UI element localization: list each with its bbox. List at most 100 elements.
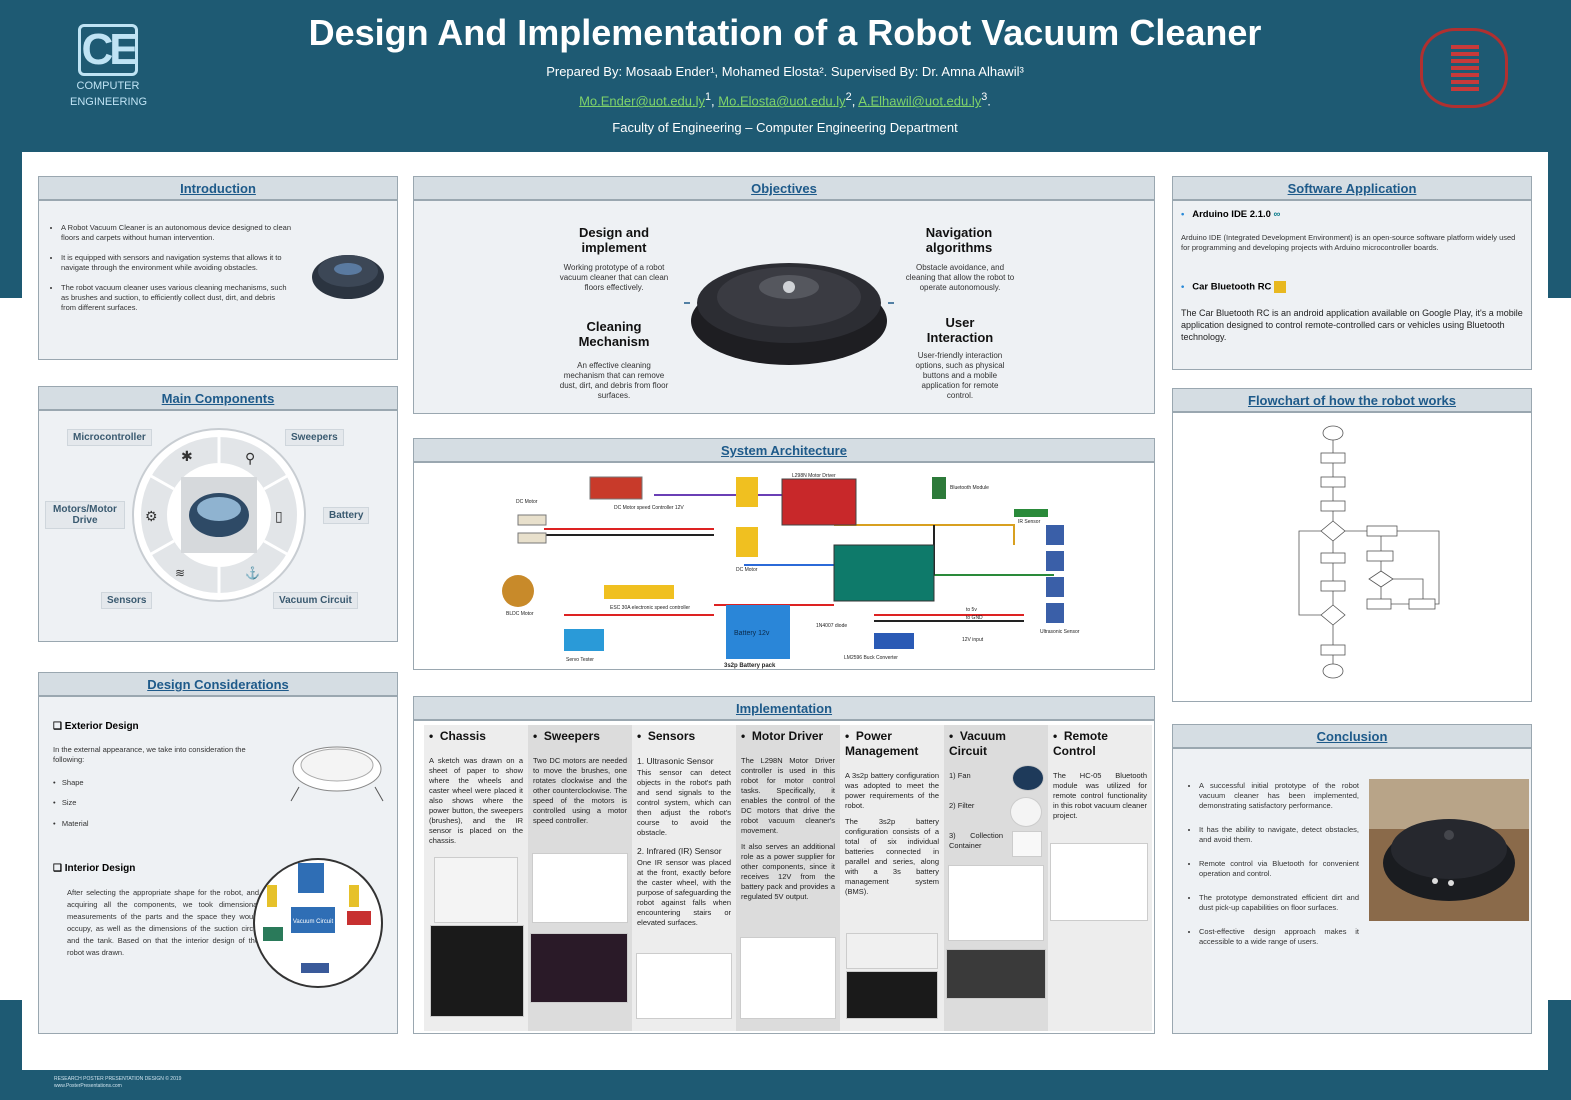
filter-image bbox=[1010, 797, 1042, 827]
emails-line: Mo.Ender@uot.edu.ly1, Mo.Elosta@uot.edu.… bbox=[579, 91, 991, 109]
sensors-heading: • Sensors bbox=[637, 729, 696, 743]
software-app2-name: Car Bluetooth RC bbox=[1192, 281, 1272, 293]
objective-cleaning-heading: Cleaning Mechanism bbox=[578, 319, 650, 349]
label-l298n: L298N Motor Driver bbox=[792, 473, 836, 479]
flowchart-diagram bbox=[1298, 425, 1440, 679]
footer-line-1: RESEARCH POSTER PRESENTATION DESIGN © 20… bbox=[54, 1076, 182, 1082]
architecture-diagram: DC Motor DC Motor speed Controller 12V D… bbox=[502, 473, 1080, 669]
conclusion-bullet: Cost-effective design approach makes it … bbox=[1199, 927, 1359, 947]
software-app2-text: The Car Bluetooth RC is an android appli… bbox=[1181, 308, 1523, 342]
vacuum-circuit-image bbox=[948, 865, 1044, 941]
vacuum-container: 3) Collection Container bbox=[949, 831, 1003, 850]
logo-mark: CE bbox=[78, 24, 139, 76]
sensors-ultrasonic-title: 1. Ultrasonic Sensor bbox=[637, 756, 714, 766]
power-text-2: The 3s2p battery configuration consists … bbox=[845, 817, 939, 896]
intro-bullet: The robot vacuum cleaner uses various cl… bbox=[61, 283, 291, 313]
label-servo: Servo Tester bbox=[566, 657, 594, 663]
svg-text:⚙: ⚙ bbox=[145, 508, 158, 524]
arduino-icon: ∞ bbox=[1273, 209, 1281, 220]
label-ultrasonic: Ultrasonic Sensor bbox=[1040, 629, 1080, 635]
email-ender-link[interactable]: Mo.Ender@uot.edu.ly bbox=[579, 93, 706, 109]
introduction-heading: Introduction bbox=[39, 177, 397, 201]
motor-driver-circuit-image bbox=[740, 937, 836, 1019]
conclusion-heading: Conclusion bbox=[1173, 725, 1531, 749]
implementation-heading: Implementation bbox=[414, 697, 1154, 721]
email-3-sup: 3 bbox=[981, 91, 988, 103]
poster-footer: RESEARCH POSTER PRESENTATION DESIGN © 20… bbox=[54, 1076, 181, 1090]
software-app1-text: Arduino IDE (Integrated Development Envi… bbox=[1181, 233, 1516, 252]
objectives-panel: Objectives Design and implement Working … bbox=[413, 176, 1155, 414]
university-seal-logo bbox=[1420, 28, 1508, 108]
power-heading-text: Power Management bbox=[845, 729, 919, 758]
email-elosta-link[interactable]: Mo.Elosta@uot.edu.ly bbox=[718, 93, 846, 109]
intro-bullet: It is equipped with sensors and navigati… bbox=[61, 253, 291, 273]
component-microcontroller: Microcontroller bbox=[67, 429, 152, 446]
label-to5v: to 5v bbox=[966, 607, 977, 613]
vacuum-heading: • Vacuum Circuit bbox=[949, 729, 1006, 758]
sensors-ir-text: One IR sensor was placed at the front, e… bbox=[637, 858, 731, 927]
svg-text:▯: ▯ bbox=[275, 508, 283, 524]
label-ir-sensor: IR Sensor bbox=[1018, 519, 1041, 525]
authors-line: Prepared By: Mosaab Ender¹, Mohamed Elos… bbox=[546, 64, 1024, 79]
seal-tower-icon bbox=[1451, 45, 1479, 91]
email-2-sup: 2 bbox=[845, 91, 852, 103]
label-buck: LM2596 Buck Converter bbox=[844, 655, 898, 661]
footer-line-2: www.PosterPresentations.com bbox=[54, 1083, 122, 1089]
battery-pack-image bbox=[846, 971, 938, 1019]
department-line: Faculty of Engineering – Computer Engine… bbox=[612, 120, 958, 135]
label-12v-input: 12V input bbox=[962, 637, 984, 643]
chassis-heading: • Chassis bbox=[429, 729, 486, 743]
logo-caption-2: ENGINEERING bbox=[70, 96, 148, 108]
motor-driver-heading: • Motor Driver bbox=[741, 729, 824, 743]
bullet-dot: • bbox=[1181, 281, 1185, 293]
component-vacuum-circuit: Vacuum Circuit bbox=[273, 592, 358, 609]
exterior-item-shape: • Shape bbox=[53, 778, 84, 787]
robot-vacuum-image bbox=[312, 255, 384, 299]
vacuum-photo-image bbox=[946, 949, 1046, 999]
objective-navigation-heading: Navigation algorithms bbox=[925, 225, 993, 255]
robot-vacuum-hero-image bbox=[684, 263, 894, 365]
sweepers-circuit-image bbox=[532, 853, 628, 923]
computer-engineering-logo: CE COMPUTER ENGINEERING bbox=[70, 24, 148, 120]
objective-user-text: User-friendly interaction options, such … bbox=[915, 351, 1005, 400]
flowchart-heading: Flowchart of how the robot works bbox=[1173, 389, 1531, 413]
chassis-heading-text: Chassis bbox=[439, 729, 486, 743]
power-heading: • Power Management bbox=[845, 729, 919, 758]
label-bluetooth: Bluetooth Module bbox=[950, 485, 989, 491]
objective-cleaning-text: An effective cleaning mechanism that can… bbox=[559, 361, 669, 400]
interior-center-label: Vacuum Circuit bbox=[293, 919, 334, 925]
objective-user-heading: User Interaction bbox=[926, 315, 994, 345]
power-text-1: A 3s2p battery configuration was adopted… bbox=[845, 771, 939, 810]
motor-driver-text-1: The L298N Motor Driver controller is use… bbox=[741, 756, 835, 835]
svg-text:≋: ≋ bbox=[175, 566, 185, 580]
sweepers-brush-image bbox=[530, 933, 628, 1003]
exterior-text: In the external appearance, we take into… bbox=[53, 745, 246, 764]
vacuum-fan: 1) Fan bbox=[949, 771, 971, 780]
sweepers-text: Two DC motors are needed to move the bru… bbox=[533, 756, 627, 825]
email-elhawil-link[interactable]: A.Elhawil@uot.edu.ly bbox=[858, 93, 982, 109]
label-bldc: BLDC Motor bbox=[506, 611, 534, 617]
flowchart-panel: Flowchart of how the robot works bbox=[1172, 388, 1532, 702]
remote-heading-text: Remote Control bbox=[1053, 729, 1108, 758]
label-dc-motor-left: DC Motor bbox=[516, 499, 538, 505]
motor-driver-heading-text: Motor Driver bbox=[751, 729, 824, 743]
sensors-circuit-image bbox=[636, 953, 732, 1019]
conclusion-bullet: The prototype demonstrated efficient dir… bbox=[1199, 893, 1359, 913]
car-bluetooth-icon bbox=[1274, 281, 1287, 293]
label-gnd: to GND bbox=[966, 615, 983, 621]
conclusion-bullet: It has the ability to navigate, detect o… bbox=[1199, 825, 1359, 845]
main-components-heading: Main Components bbox=[39, 387, 397, 411]
remote-heading: • Remote Control bbox=[1053, 729, 1108, 758]
system-architecture-heading: System Architecture bbox=[414, 439, 1154, 463]
software-panel: Software Application • Arduino IDE 2.1.0… bbox=[1172, 176, 1532, 370]
svg-text:⚓: ⚓ bbox=[245, 566, 260, 580]
component-sweepers: Sweepers bbox=[285, 429, 344, 446]
design-considerations-heading: Design Considerations bbox=[39, 673, 397, 697]
conclusion-bullet: Remote control via Bluetooth for conveni… bbox=[1199, 859, 1359, 879]
label-dc-motor-mid: DC Motor bbox=[736, 567, 758, 573]
remote-text: The HC-05 Bluetooth module was utilized … bbox=[1053, 771, 1147, 820]
main-components-panel: Main Components ✱ ⚲ ▯ ⚙ ≋ ⚓ Microcontrol… bbox=[38, 386, 398, 642]
exterior-title-text: Exterior Design bbox=[64, 721, 139, 732]
interior-title-text: Interior Design bbox=[64, 863, 136, 874]
software-heading: Software Application bbox=[1173, 177, 1531, 201]
